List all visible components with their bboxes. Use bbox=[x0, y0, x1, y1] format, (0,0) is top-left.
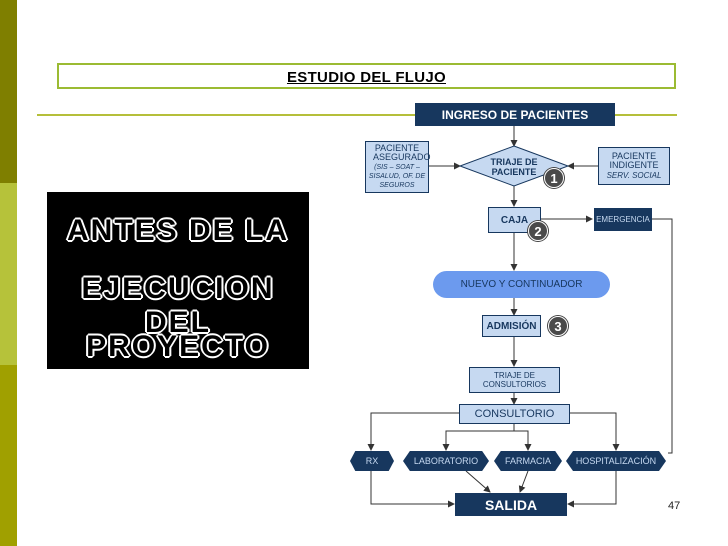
page-number: 47 bbox=[668, 500, 681, 512]
node-consultorio: CONSULTORIO bbox=[459, 404, 570, 424]
sidebar-bar-top bbox=[0, 0, 17, 183]
asegurado-title: PACIENTE ASEGURADO bbox=[373, 143, 431, 162]
node-nuevo-continuador: NUEVO Y CONTINUADOR bbox=[433, 271, 610, 298]
edge-emergencia-salida bbox=[652, 218, 673, 454]
node-laboratorio: LABORATORIO bbox=[403, 451, 489, 471]
indigente-sub: SERV. SOCIAL bbox=[606, 171, 662, 180]
admision-label: ADMISIÓN bbox=[486, 320, 537, 332]
step-badge-1: 1 bbox=[544, 168, 564, 188]
rx-label: RX bbox=[365, 456, 379, 466]
emergencia-label: EMERGENCIA bbox=[596, 215, 650, 224]
slide-title: ESTUDIO DEL FLUJO bbox=[286, 69, 446, 86]
banner-line-1: ANTES DE LA bbox=[66, 214, 289, 247]
divider-line bbox=[37, 114, 677, 116]
consultorio-label: CONSULTORIO bbox=[474, 408, 555, 420]
step-badge-3: 3 bbox=[548, 316, 568, 336]
node-paciente-asegurado: PACIENTE ASEGURADO (SIS – SOAT – SISALUD… bbox=[365, 141, 431, 193]
node-rx: RX bbox=[350, 451, 394, 471]
node-paciente-indigente: PACIENTE INDIGENTE SERV. SOCIAL bbox=[598, 147, 670, 185]
hospitalizacion-label: HOSPITALIZACIÓN bbox=[575, 456, 657, 466]
edge-lab-salida bbox=[465, 470, 491, 493]
node-ingreso-label: INGRESO DE PACIENTES bbox=[441, 107, 589, 122]
edge-consultorio-hospitalizacion bbox=[570, 412, 620, 451]
node-farmacia: FARMACIA bbox=[494, 451, 562, 471]
node-ingreso-pacientes: INGRESO DE PACIENTES bbox=[415, 103, 615, 126]
triaje-paciente-label: TRIAJE DE PACIENTE bbox=[490, 157, 538, 177]
nuevo-label: NUEVO Y CONTINUADOR bbox=[460, 279, 583, 290]
edge-hospitalizacion-salida bbox=[567, 471, 617, 508]
title-box: ESTUDIO DEL FLUJO bbox=[57, 63, 676, 89]
node-triaje-paciente: TRIAJE DE PACIENTE bbox=[476, 156, 552, 178]
triaje-consultorios-label: TRIAJE DE CONSULTORIOS bbox=[482, 371, 547, 389]
caja-label: CAJA bbox=[500, 214, 529, 226]
node-hospitalizacion: HOSPITALIZACIÓN bbox=[566, 451, 666, 471]
edge-consultorio-rx bbox=[367, 412, 459, 451]
node-admision: ADMISIÓN bbox=[482, 315, 541, 337]
banner-line-2: EJECUCION DEL bbox=[81, 272, 275, 339]
sidebar-bar-bottom bbox=[0, 365, 17, 546]
node-salida: SALIDA bbox=[455, 493, 567, 516]
edge-farmacia-salida bbox=[518, 470, 529, 493]
node-triaje-consultorios: TRIAJE DE CONSULTORIOS bbox=[469, 367, 560, 393]
asegurado-sub: (SIS – SOAT – SISALUD, OF. DE SEGUROS bbox=[368, 164, 426, 189]
banner: ANTES DE LA EJECUCION DEL PROYECTO bbox=[47, 192, 309, 369]
step-badge-2: 2 bbox=[528, 221, 548, 241]
sidebar-bar-middle bbox=[0, 183, 17, 365]
laboratorio-label: LABORATORIO bbox=[413, 456, 479, 466]
edge-consultorio-farmacia bbox=[514, 430, 532, 451]
farmacia-label: FARMACIA bbox=[504, 456, 551, 466]
triaje-diamond-shape bbox=[458, 145, 570, 187]
node-emergencia: EMERGENCIA bbox=[594, 208, 652, 231]
banner-line-3: PROYECTO bbox=[86, 330, 270, 363]
edge-rx-salida bbox=[370, 471, 455, 508]
edge-consultorio-branches bbox=[442, 424, 515, 451]
salida-label: SALIDA bbox=[484, 496, 538, 513]
indigente-title: PACIENTE INDIGENTE bbox=[609, 151, 659, 170]
